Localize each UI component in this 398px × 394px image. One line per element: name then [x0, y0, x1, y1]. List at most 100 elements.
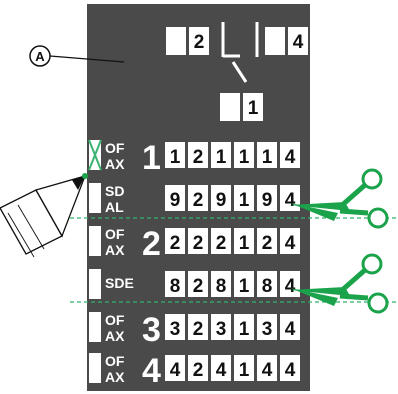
digit-value: 4	[285, 360, 296, 381]
digit-value: 3	[170, 319, 181, 340]
digit-box	[165, 271, 185, 297]
digit-box	[188, 355, 208, 381]
digit-value: 8	[216, 276, 227, 297]
top-blank-box-left	[166, 27, 186, 55]
digit-value: 8	[262, 276, 273, 297]
row-name-bottom: AX	[105, 328, 125, 344]
digit-box	[188, 142, 208, 168]
top-bottom-digit: 1	[248, 98, 259, 119]
row-name-bottom: AX	[105, 369, 125, 385]
digit-value: 1	[239, 147, 250, 168]
digit-value: 4	[285, 147, 296, 168]
digit-value: 1	[216, 147, 227, 168]
digit-box	[165, 228, 185, 254]
row-tab	[89, 226, 101, 256]
digit-box	[188, 228, 208, 254]
row-name-top: OF	[105, 353, 125, 369]
digit-box	[211, 314, 231, 340]
digit-value: 8	[170, 276, 181, 297]
digit-value: 2	[262, 233, 273, 254]
row-name-bottom: AX	[105, 156, 125, 172]
pencil-icon	[0, 173, 88, 258]
digit-value: 2	[193, 147, 204, 168]
digit-box	[165, 185, 185, 211]
row-name-top: OF	[105, 312, 125, 328]
digit-box	[165, 142, 185, 168]
row-name-bottom: AL	[105, 199, 124, 215]
digit-box	[280, 228, 300, 254]
digit-value: 1	[170, 147, 181, 168]
row-tab	[89, 312, 101, 342]
digit-value: 1	[262, 147, 273, 168]
digit-box	[211, 271, 231, 297]
digit-value: 4	[285, 190, 296, 211]
top-blank-box-bottom	[220, 93, 240, 121]
digit-value: 4	[170, 360, 181, 381]
top-digit-box-left	[189, 27, 209, 55]
digit-value: 1	[239, 233, 250, 254]
row-name-top: OF	[105, 226, 125, 242]
row-tab	[89, 353, 101, 383]
digit-box	[211, 185, 231, 211]
digit-box	[211, 355, 231, 381]
digit-box	[188, 271, 208, 297]
cross-line	[88, 139, 102, 171]
digit-box	[234, 142, 254, 168]
digit-value: 2	[170, 233, 181, 254]
digit-box	[234, 314, 254, 340]
digit-value: 9	[170, 190, 181, 211]
callout-leader	[49, 55, 125, 63]
row-name-bottom: AX	[105, 242, 125, 258]
row-number: 2	[142, 225, 161, 263]
digit-box	[257, 185, 277, 211]
digit-value: 2	[216, 233, 227, 254]
digit-box	[211, 228, 231, 254]
digit-value: 1	[239, 360, 250, 381]
digit-box	[165, 355, 185, 381]
digit-value: 4	[285, 319, 296, 340]
digit-box	[280, 355, 300, 381]
top-left-digit: 2	[194, 32, 205, 53]
row-name-top: SD	[105, 183, 124, 199]
digit-box	[257, 355, 277, 381]
digit-box	[188, 185, 208, 211]
digit-box	[234, 228, 254, 254]
callout-label: A	[35, 49, 45, 64]
digit-value: 2	[193, 233, 204, 254]
digit-box	[257, 228, 277, 254]
digit-value: 1	[239, 319, 250, 340]
digit-value: 3	[216, 319, 227, 340]
digit-value: 4	[285, 276, 296, 297]
digit-box	[234, 355, 254, 381]
digit-box	[257, 271, 277, 297]
digit-box	[257, 142, 277, 168]
digit-value: 9	[262, 190, 273, 211]
row-name-top: OF	[105, 140, 125, 156]
digit-box	[188, 314, 208, 340]
row-tab	[89, 269, 101, 299]
digit-value: 1	[239, 190, 250, 211]
contact-symbol: 2 4 1	[166, 22, 308, 121]
row-tab	[89, 183, 101, 213]
digit-box	[165, 314, 185, 340]
digit-value: 3	[262, 319, 273, 340]
digit-value: 2	[193, 190, 204, 211]
digit-value: 2	[193, 276, 204, 297]
row-number: 1	[142, 139, 161, 177]
digit-value: 2	[193, 360, 204, 381]
top-blank-box-right	[265, 27, 285, 55]
callout-a: A	[29, 45, 125, 67]
digit-value: 4	[262, 360, 273, 381]
digit-value: 2	[193, 319, 204, 340]
digit-box	[280, 314, 300, 340]
row-number: 3	[142, 311, 161, 349]
digit-box	[280, 142, 300, 168]
top-digit-box-right	[288, 27, 308, 55]
